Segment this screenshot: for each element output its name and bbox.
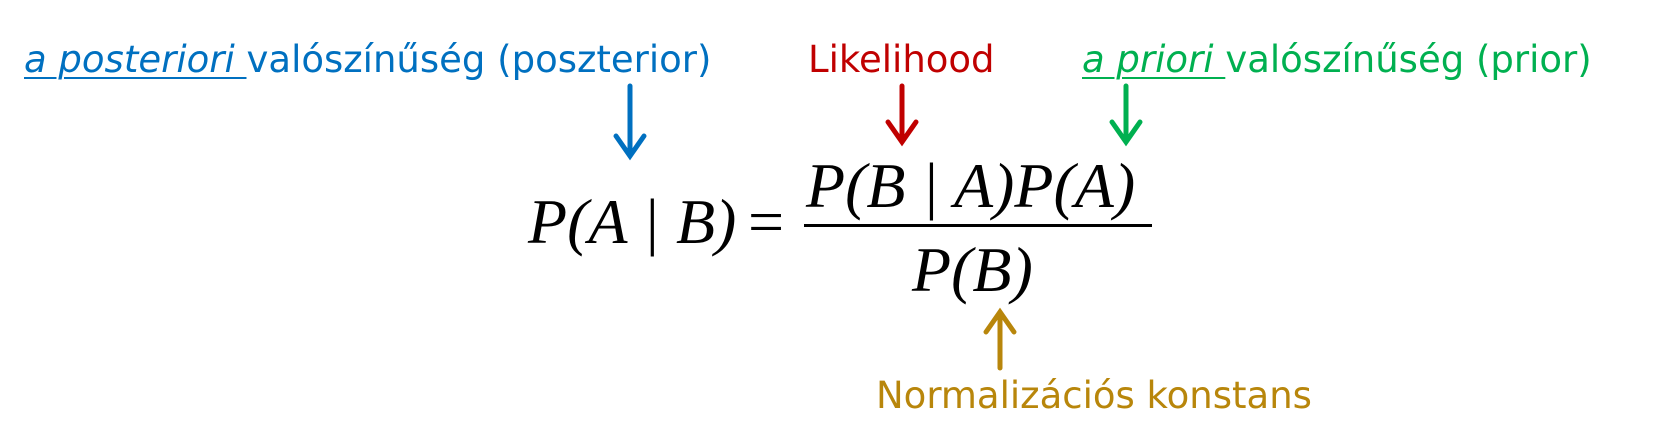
- posterior-emphasis: a posteriori: [24, 38, 247, 81]
- formula-lhs: P(A | B): [528, 186, 737, 257]
- formula-numerator: P(B | A)P(A): [806, 150, 1136, 221]
- normalization-label: Normalizációs konstans: [876, 374, 1312, 417]
- formula-equals: =: [748, 186, 785, 257]
- posterior-label: a posteriori valószínűség (poszterior): [24, 38, 711, 82]
- prior-label: a priori valószínűség (prior): [1082, 38, 1592, 82]
- fraction-bar: [804, 224, 1152, 227]
- likelihood-arrow: [885, 83, 919, 147]
- posterior-arrow: [613, 83, 647, 161]
- likelihood-label: Likelihood: [808, 38, 995, 81]
- posterior-text: valószínűség (poszterior): [246, 38, 712, 81]
- normalization-arrow: [983, 307, 1017, 371]
- prior-text: valószínűség (prior): [1225, 38, 1592, 81]
- prior-arrow: [1109, 83, 1143, 147]
- prior-emphasis: a priori: [1082, 38, 1226, 81]
- formula-denominator: P(B): [912, 234, 1033, 305]
